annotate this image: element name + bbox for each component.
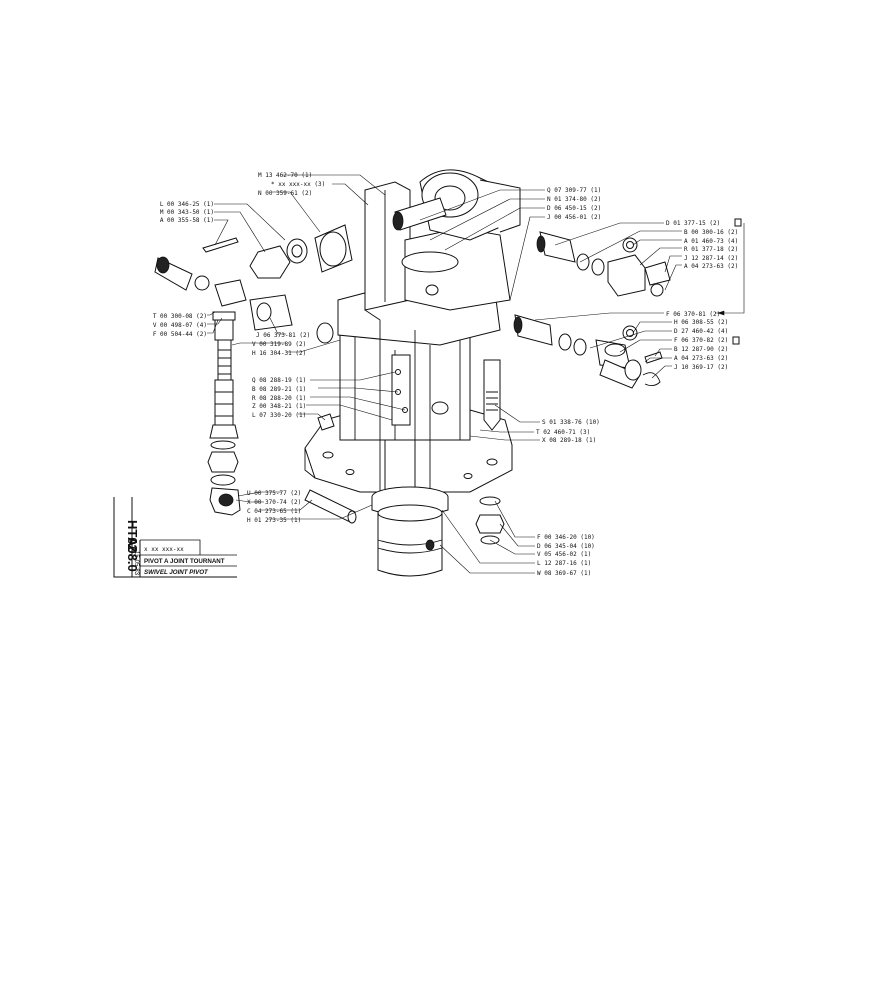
right-fittings-lower: [513, 314, 663, 389]
sheet-code-sub: A08.0: [125, 537, 140, 572]
part-label: W 08 369-67 (1): [537, 570, 591, 577]
part-label: Z 00 348-21 (1): [252, 403, 306, 410]
left-hose-assembly: [154, 224, 353, 516]
part-label: A 01 460-73 (4): [684, 238, 738, 245]
part-label: A 04 273-63 (2): [674, 355, 728, 362]
part-label: M 13 462-70 (1): [258, 172, 312, 179]
part-label: H 16 304-31 (2): [252, 350, 306, 357]
part-label: V 05 456-02 (1): [537, 551, 591, 558]
right-fittings-upper: [536, 231, 671, 297]
part-labels-left: L 00 346-25 (1) M 00 343-50 (1) A 00 355…: [153, 201, 310, 524]
part-label: R 08 288-20 (1): [252, 395, 306, 402]
part-label: X 08 289-18 (1): [542, 437, 596, 444]
part-label: V 00 498-07 (4): [153, 322, 207, 329]
part-label: C 04 273-65 (1): [247, 508, 301, 515]
part-label: T 00 300-08 (2): [153, 313, 207, 320]
part-labels-top: M 13 462-70 (1) * xx xxx-xx (3) N 00 359…: [258, 172, 601, 221]
part-labels-center-right: S 01 338-76 (10) T 02 460-71 (3) X 08 28…: [536, 419, 600, 444]
part-label: J 12 287-14 (2): [684, 255, 738, 262]
part-label: J 10 369-17 (2): [674, 364, 728, 371]
part-label: R 01 377-18 (2): [684, 246, 738, 253]
part-label: D 06 450-15 (2): [547, 205, 601, 212]
sheet-code-main: HT02: [125, 520, 140, 552]
part-label: J 00 456-01 (2): [547, 214, 601, 221]
part-label: F 00 346-20 (10): [537, 534, 595, 541]
title-block: HT02 A08.0 15-05-83 x xx xxx-xx PIVOT A …: [113, 497, 237, 578]
sheet-date: 15-05-83: [133, 551, 139, 576]
title-fr: PIVOT A JOINT TOURNANT: [144, 558, 225, 565]
part-label: F 00 504-44 (2): [153, 331, 207, 338]
ref-box-icon: [734, 218, 742, 227]
leader-lines: [207, 174, 745, 574]
ref-code: x xx xxx-xx: [144, 546, 184, 553]
ref-box-icon: [732, 336, 740, 345]
part-label: X 00 370-74 (2): [247, 499, 301, 506]
part-label: A 00 355-58 (1): [160, 217, 214, 224]
part-label: J 06 373-81 (2): [256, 332, 310, 339]
part-label: A 04 273-63 (2): [684, 263, 738, 270]
part-label: D 27 460-42 (4): [674, 328, 728, 335]
arrow-icon: [717, 310, 725, 316]
part-label: L 00 346-25 (1): [160, 201, 214, 208]
part-label: D 06 345-04 (10): [537, 543, 595, 550]
part-label: T 02 460-71 (3): [536, 429, 590, 436]
part-label: H 06 308-55 (2): [674, 319, 728, 326]
part-label: N 00 359-61 (2): [258, 190, 312, 197]
part-label: D 01 377-15 (2): [666, 220, 720, 227]
part-label: L 12 287-16 (1): [537, 560, 591, 567]
part-label: B 08 289-21 (1): [252, 386, 306, 393]
part-label: H 01 273-35 (1): [247, 517, 301, 524]
bottom-stack: [304, 486, 505, 577]
part-label: Q 08 288-19 (1): [252, 377, 306, 384]
part-label: N 01 374-80 (2): [547, 196, 601, 203]
part-label: * xx xxx-xx (3): [271, 181, 325, 188]
part-label: Q 07 309-77 (1): [547, 187, 601, 194]
part-labels-bottom: F 00 346-20 (10) D 06 345-04 (10) V 05 4…: [537, 534, 595, 577]
part-label: L 07 330-20 (1): [252, 412, 306, 419]
part-label: F 06 370-81 (2): [666, 311, 720, 318]
part-label: F 06 370-82 (2): [674, 337, 728, 344]
part-label: B 12 287-90 (2): [674, 346, 728, 353]
part-label: V 00 319-89 (2): [252, 341, 306, 348]
part-label: B 00 300-16 (2): [684, 229, 738, 236]
title-en: SWIVEL JOINT PIVOT: [144, 569, 209, 576]
part-label: U 00 375-77 (2): [247, 490, 301, 497]
part-labels-right: D 01 377-15 (2) B 00 300-16 (2) A 01 460…: [666, 218, 742, 371]
part-label: S 01 338-76 (10): [542, 419, 600, 426]
main-housing: [304, 169, 521, 500]
part-label: M 00 343-50 (1): [160, 209, 214, 216]
